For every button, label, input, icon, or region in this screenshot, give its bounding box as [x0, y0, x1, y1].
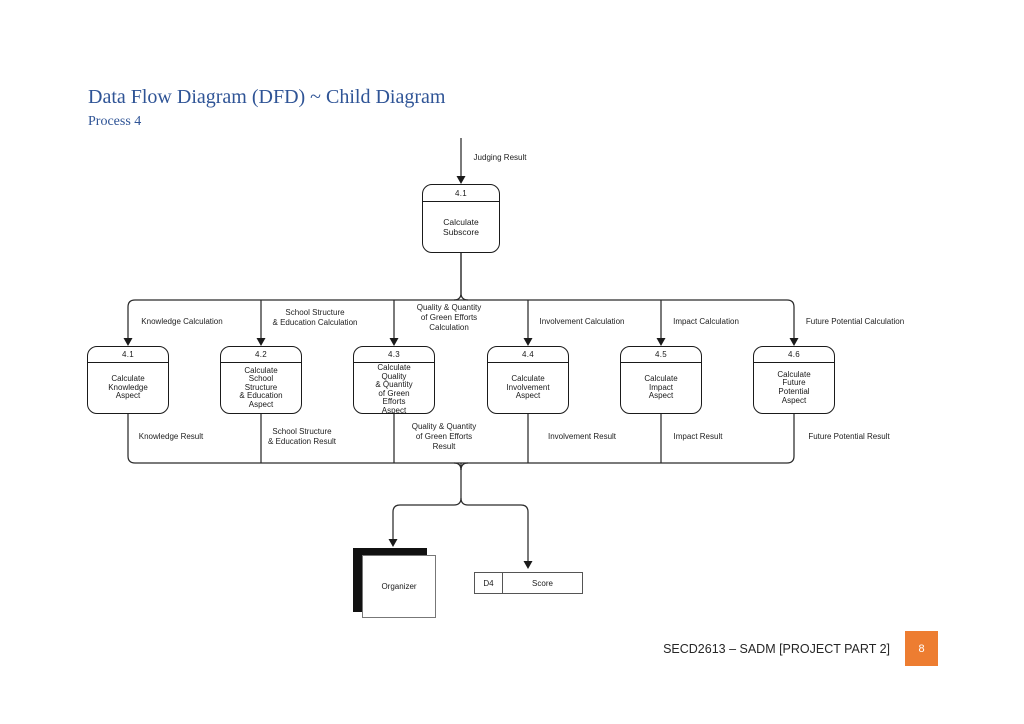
page-number-badge: 8	[905, 631, 938, 666]
process-id: 4.4	[488, 347, 568, 363]
process-involvement: 4.4 Calculate Involvement Aspect	[487, 346, 569, 414]
process-id: 4.2	[221, 347, 301, 363]
process-impact: 4.5 Calculate Impact Aspect	[620, 346, 702, 414]
process-label: Calculate Subscore	[443, 217, 479, 237]
process-label: Calculate Impact Aspect	[644, 374, 678, 401]
process-id: 4.3	[354, 347, 434, 363]
flow-label-knowledge-result: Knowledge Result	[138, 432, 204, 441]
page-title: Data Flow Diagram (DFD) ~ Child Diagram	[88, 86, 446, 108]
data-store-label: Score	[532, 578, 553, 588]
flow-label-quality-result: Quality & Quantity of Green Efforts Resu…	[411, 422, 477, 451]
process-id: 4.1	[423, 185, 499, 202]
data-store-score: D4 Score	[474, 572, 583, 594]
process-id: 4.5	[621, 347, 701, 363]
flow-label-involvement-result: Involvement Result	[547, 432, 617, 441]
external-entity-organizer: Organizer	[362, 555, 436, 618]
process-parent: 4.1 Calculate Subscore	[422, 184, 500, 253]
process-green-efforts: 4.3 Calculate Quality & Quantity of Gree…	[353, 346, 435, 414]
process-label: Calculate Quality & Quantity of Green Ef…	[375, 363, 413, 414]
process-knowledge: 4.1 Calculate Knowledge Aspect	[87, 346, 169, 414]
process-school-structure: 4.2 Calculate School Structure & Educati…	[220, 346, 302, 414]
flow-label-future-calculation: Future Potential Calculation	[805, 317, 905, 326]
page-footer: SECD2613 – SADM [PROJECT PART 2] 8	[663, 631, 938, 666]
entity-label: Organizer	[381, 582, 417, 591]
flow-label-knowledge-calculation: Knowledge Calculation	[141, 317, 223, 326]
footer-course-text: SECD2613 – SADM [PROJECT PART 2]	[663, 641, 890, 656]
flow-label-impact-calculation: Impact Calculation	[673, 317, 739, 326]
flow-label-school-calculation: School Structure & Education Calculation	[272, 308, 358, 327]
flow-label-future-result: Future Potential Result	[808, 432, 890, 441]
process-label: Calculate Knowledge Aspect	[108, 374, 148, 401]
flow-label-involvement-calculation: Involvement Calculation	[539, 317, 625, 326]
process-label: Calculate School Structure & Education A…	[239, 365, 283, 409]
process-future-potential: 4.6 Calculate Future Potential Aspect	[753, 346, 835, 414]
data-store-id: D4	[475, 573, 503, 593]
flow-label-judging-result: Judging Result	[473, 153, 527, 162]
flow-label-impact-result: Impact Result	[673, 432, 723, 441]
process-id: 4.6	[754, 347, 834, 363]
flow-label-school-result: School Structure & Education Result	[267, 427, 337, 446]
process-label: Calculate Involvement Aspect	[506, 374, 550, 401]
page-subtitle: Process 4	[88, 114, 142, 129]
flow-label-quality-calculation: Quality & Quantity of Green Efforts Calc…	[416, 303, 482, 332]
process-label: Calculate Future Potential Aspect	[777, 369, 811, 405]
process-id: 4.1	[88, 347, 168, 363]
